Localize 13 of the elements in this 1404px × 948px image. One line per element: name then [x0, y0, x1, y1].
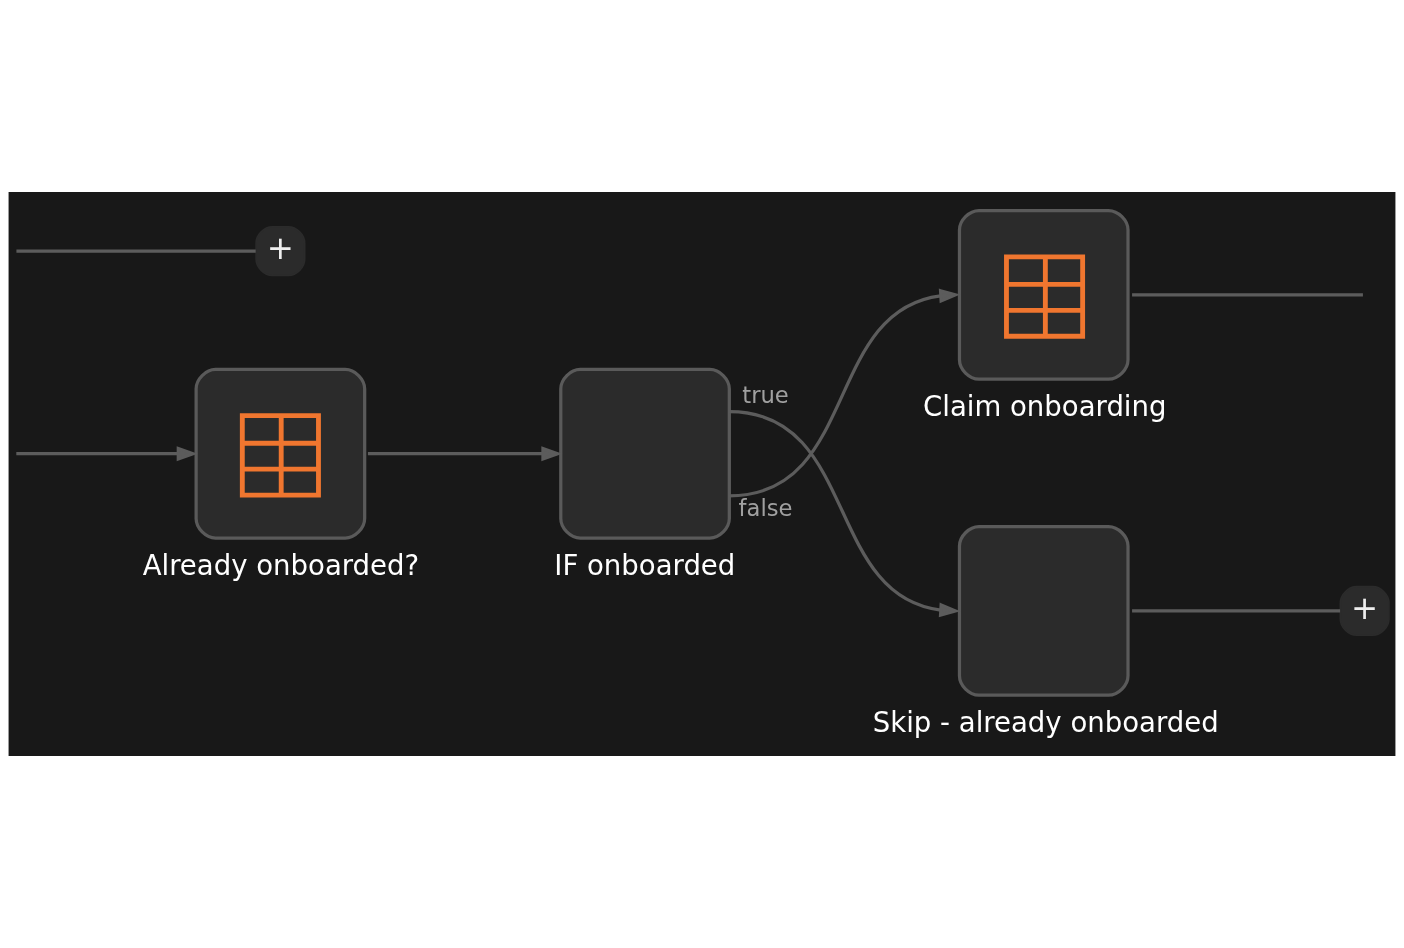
edge-label: true [742, 382, 789, 409]
edge-label: false [738, 495, 793, 522]
node-label: Skip - already onboarded [872, 705, 1219, 738]
arrow [367, 446, 563, 462]
node-label: Claim onboarding [923, 389, 1167, 422]
arrow [729, 288, 961, 498]
arrow [729, 410, 961, 618]
connector [1132, 293, 1363, 297]
connector [16, 249, 256, 253]
node-label: Already onboarded? [142, 548, 420, 581]
node-label: IF onboarded [554, 548, 736, 581]
connector [1132, 609, 1341, 613]
arrow [16, 446, 198, 462]
